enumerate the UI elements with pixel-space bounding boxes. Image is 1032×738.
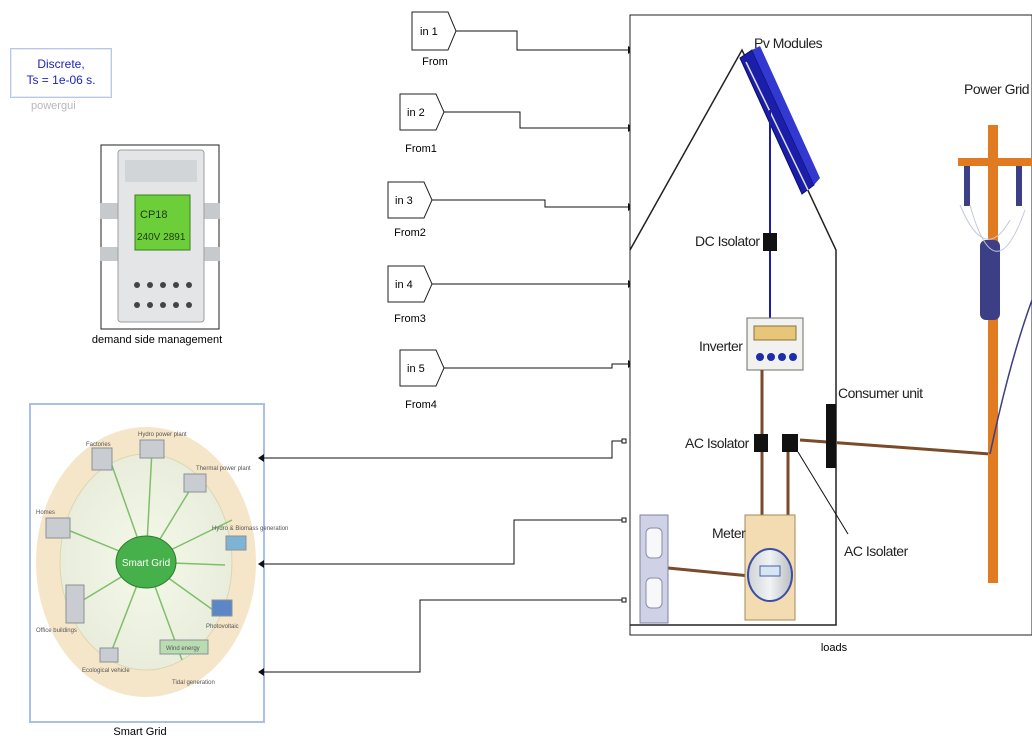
demand-side-management-block[interactable]: CP18 240V 2891 bbox=[100, 144, 220, 330]
ac-isolator-icon bbox=[754, 434, 768, 452]
factory-icon bbox=[91, 447, 113, 471]
smart-grid-connections bbox=[264, 440, 624, 673]
signal-lines bbox=[432, 30, 628, 369]
svg-text:in 5: in 5 bbox=[407, 363, 425, 375]
consumer-unit-icon bbox=[826, 404, 836, 468]
svg-text:Photovoltaic: Photovoltaic bbox=[206, 624, 239, 630]
inverter-label: Inverter bbox=[699, 338, 743, 354]
svg-text:Ecological vehicle: Ecological vehicle bbox=[82, 668, 130, 674]
meter-lcd-icon bbox=[134, 194, 191, 251]
photovoltaic-icon bbox=[211, 599, 233, 617]
from-label-5: From4 bbox=[405, 399, 437, 411]
svg-text:Hydro power plant: Hydro power plant bbox=[138, 432, 187, 438]
from-label-2: From1 bbox=[405, 143, 437, 155]
svg-text:Smart Grid: Smart Grid bbox=[122, 558, 170, 569]
svg-text:in 1: in 1 bbox=[420, 26, 438, 38]
smart-grid-label: Smart Grid bbox=[113, 726, 166, 738]
loads-label: loads bbox=[821, 642, 848, 654]
pv-modules-label: Pv Modules bbox=[754, 35, 823, 51]
consumer-unit-label: Consumer unit bbox=[838, 385, 923, 401]
powergui-sample-time: Ts = 1e-06 s. bbox=[26, 73, 96, 87]
from-label-3: From2 bbox=[394, 227, 426, 239]
svg-text:CP18: CP18 bbox=[140, 209, 168, 221]
svg-text:Hydro & Biomass generation: Hydro & Biomass generation bbox=[212, 526, 288, 532]
svg-text:in 4: in 4 bbox=[395, 279, 413, 291]
svg-text:Wind energy: Wind energy bbox=[166, 646, 200, 652]
meter-icon bbox=[744, 514, 796, 621]
svg-text:in 2: in 2 bbox=[407, 107, 425, 119]
house-outline bbox=[629, 48, 837, 626]
powergui-label: powergui bbox=[31, 100, 76, 112]
powergui-block[interactable]: Discrete, Ts = 1e-06 s. bbox=[10, 48, 112, 98]
smart-grid-hub bbox=[115, 535, 177, 589]
loads-block[interactable]: Pv Modules Power Grid DC Isolator Invert… bbox=[629, 14, 1032, 636]
home-icon bbox=[45, 517, 71, 539]
svg-text:Office buildings: Office buildings bbox=[36, 628, 77, 634]
from-label-1: From bbox=[422, 56, 448, 68]
pv-panel-icon bbox=[739, 46, 820, 195]
from-block-5[interactable]: in 5 bbox=[399, 349, 445, 387]
from-block-1[interactable]: in 1 bbox=[411, 11, 457, 51]
inverter-icon bbox=[746, 317, 804, 371]
ac-isolater-pointer bbox=[797, 451, 849, 535]
ac-isolator-label: AC Isolator bbox=[685, 435, 750, 451]
dc-isolator-label: DC Isolator bbox=[695, 233, 760, 249]
svg-text:in 3: in 3 bbox=[395, 195, 413, 207]
from-block-3[interactable]: in 3 bbox=[387, 181, 433, 219]
svg-text:Homes: Homes bbox=[36, 510, 55, 516]
thermal-plant-icon bbox=[183, 473, 207, 493]
smart-grid-block[interactable]: Smart Grid Factories Hydro power plant T… bbox=[29, 403, 288, 723]
svg-text:Tidal generation: Tidal generation bbox=[172, 680, 215, 686]
hydro-plant-icon bbox=[139, 439, 165, 459]
from-block-2[interactable]: in 2 bbox=[399, 93, 445, 131]
consumer-isolator-icon bbox=[782, 434, 798, 452]
from-block-4[interactable]: in 4 bbox=[387, 265, 433, 303]
power-grid-label: Power Grid bbox=[964, 81, 1029, 97]
power-grid-pole-icon bbox=[958, 125, 1032, 583]
from-label-4: From3 bbox=[394, 313, 426, 325]
svg-text:Factories: Factories bbox=[86, 442, 111, 448]
meter-label: Meter bbox=[712, 525, 746, 541]
dsm-label: demand side management bbox=[92, 334, 222, 346]
dc-isolator-icon bbox=[763, 233, 777, 251]
ac-isolater-label: AC Isolater bbox=[844, 543, 909, 559]
vehicle-icon bbox=[99, 647, 119, 663]
svg-text:240V 2891: 240V 2891 bbox=[137, 232, 186, 243]
svg-text:Thermal power plant: Thermal power plant bbox=[196, 466, 251, 472]
power-outlet-icon bbox=[639, 514, 669, 624]
biomass-icon bbox=[225, 535, 247, 551]
office-building-icon bbox=[65, 584, 85, 624]
wind-energy-icon bbox=[159, 639, 209, 655]
powergui-mode: Discrete, bbox=[37, 57, 85, 71]
